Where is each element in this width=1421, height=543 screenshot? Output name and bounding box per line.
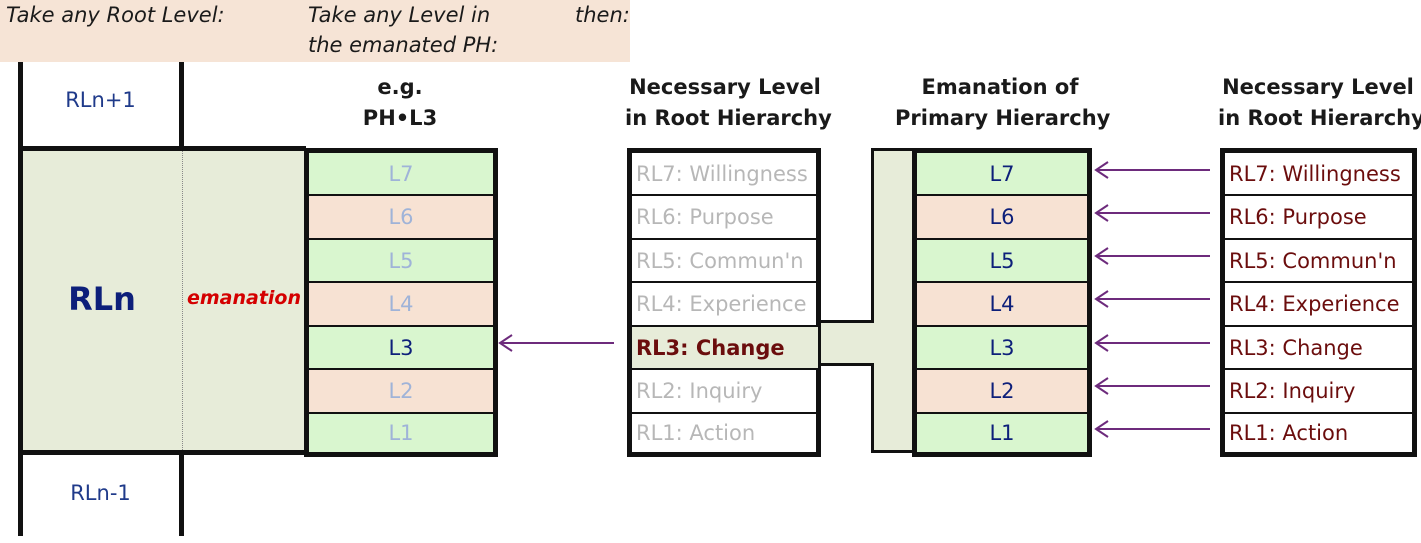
emanation-divider (182, 150, 183, 452)
emanation-heading-line2: Primary Hierarchy (895, 106, 1111, 130)
ph-level-l6: L6 (307, 194, 495, 240)
emanation-level-l7: L7 (915, 151, 1089, 196)
rln-minus-1-label: RLn-1 (70, 481, 131, 505)
header-col2-line2: the emanated PH: (308, 33, 499, 57)
arrow-rl4 (1094, 290, 1210, 308)
left-bar (18, 62, 23, 536)
arrow-rl3 (1094, 334, 1210, 352)
rln-bottom-bar (18, 450, 306, 455)
header-col1: Take any Root Level: (6, 3, 225, 27)
necessary-left-heading-line1: Necessary Level (629, 75, 821, 99)
header-banner (0, 0, 630, 62)
header-col2-line1: Take any Level in (308, 3, 491, 27)
necessary-right-heading-line2: in Root Hierarchy (1218, 106, 1421, 130)
arrow-rl3-to-ph-l3 (498, 334, 614, 352)
arrow-rl6 (1094, 204, 1210, 222)
rln-block (22, 148, 304, 453)
emanation-level-l2: L2 (915, 368, 1089, 414)
ph-example-heading-line1: e.g. (377, 75, 423, 99)
arrow-rl5 (1094, 247, 1210, 265)
ph-level-l7: L7 (307, 151, 495, 196)
necessary-right-heading-line1: Necessary Level (1222, 75, 1414, 99)
connector-gap (871, 322, 875, 364)
spine-upper-edge (871, 148, 874, 323)
rln-plus-1-label: RLn+1 (65, 88, 136, 112)
necessary-right-rl6: RL6: Purpose (1223, 194, 1414, 240)
header-col3: then: (575, 3, 630, 27)
necessary-left-stack: RL7: Willingness RL6: Purpose RL5: Commu… (627, 148, 821, 457)
emanation-stack: L7 L6 L5 L4 L3 L2 L1 (912, 148, 1092, 457)
necessary-right-rl7: RL7: Willingness (1223, 151, 1414, 196)
necessary-right-rl1: RL1: Action (1223, 412, 1414, 454)
rln-label: RLn (68, 280, 136, 318)
emanation-heading-line1: Emanation of (921, 75, 1079, 99)
lower-divider-bar (179, 452, 184, 536)
emanation-level-l5: L5 (915, 238, 1089, 283)
arrow-rl7 (1094, 161, 1210, 179)
rln-top-bar (18, 146, 306, 151)
necessary-left-rl1: RL1: Action (630, 412, 818, 454)
arrow-rl1 (1094, 420, 1210, 438)
necessary-right-rl3: RL3: Change (1223, 325, 1414, 370)
necessary-left-heading-line2: in Root Hierarchy (625, 106, 832, 130)
emanation-level-l3: L3 (915, 325, 1089, 370)
emanation-level-l1: L1 (915, 412, 1089, 454)
rl3-connector (814, 320, 874, 366)
upper-divider-bar (179, 62, 184, 148)
necessary-right-rl2: RL2: Inquiry (1223, 368, 1414, 414)
ph-level-l1: L1 (307, 412, 495, 454)
arrow-rl2 (1094, 377, 1210, 395)
necessary-left-rl3: RL3: Change (630, 325, 818, 370)
ph-example-heading-line2: PH•L3 (362, 106, 438, 130)
necessary-right-stack: RL7: Willingness RL6: Purpose RL5: Commu… (1220, 148, 1417, 457)
necessary-left-rl4: RL4: Experience (630, 281, 818, 327)
spine-lower-edge (871, 363, 874, 453)
necessary-right-rl4: RL4: Experience (1223, 281, 1414, 327)
ph-example-stack: L7 L6 L5 L4 L3 L2 L1 (304, 148, 498, 457)
emanation-label: emanation (186, 287, 302, 309)
